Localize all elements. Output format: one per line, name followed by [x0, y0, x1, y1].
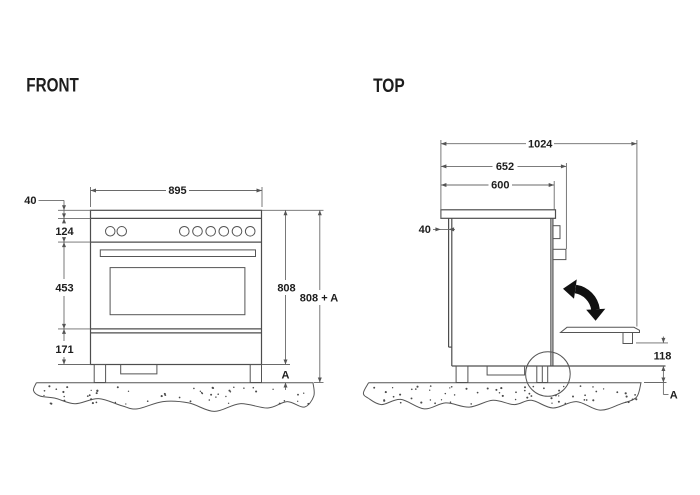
- svg-text:124: 124: [55, 226, 74, 238]
- svg-text:652: 652: [496, 161, 514, 173]
- svg-text:A: A: [670, 390, 678, 402]
- svg-text:171: 171: [55, 344, 73, 356]
- svg-text:1024: 1024: [528, 138, 553, 150]
- svg-text:40: 40: [419, 224, 431, 236]
- svg-text:TOP: TOP: [373, 76, 405, 97]
- svg-text:808: 808: [277, 283, 295, 295]
- svg-text:808 + A: 808 + A: [300, 293, 338, 305]
- svg-text:453: 453: [55, 283, 73, 295]
- svg-text:600: 600: [491, 180, 509, 192]
- svg-text:40: 40: [24, 195, 36, 207]
- svg-text:895: 895: [168, 185, 186, 197]
- svg-text:A: A: [282, 369, 290, 381]
- svg-text:118: 118: [654, 350, 672, 362]
- svg-text:FRONT: FRONT: [26, 76, 79, 97]
